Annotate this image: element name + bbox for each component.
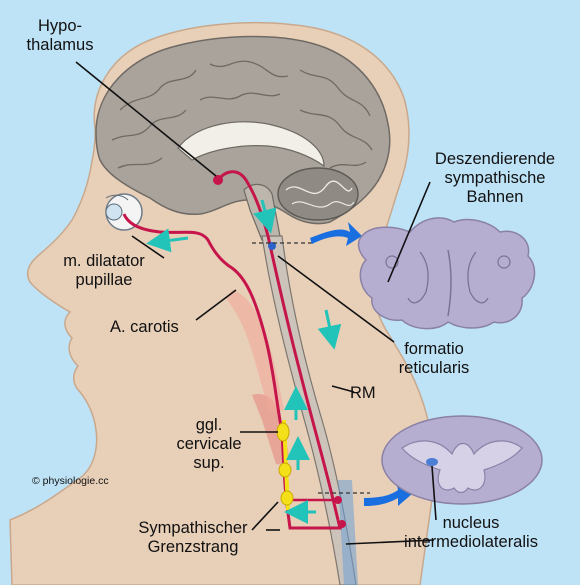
label-dilatator-line2: pupillae xyxy=(75,271,133,289)
label-copyright: © physiologie.cc xyxy=(32,475,109,487)
nucleus-highlight xyxy=(426,458,438,466)
label-descending-line1: Deszendierende xyxy=(434,150,556,168)
label-nucleus: nucleus intermediolateralis xyxy=(396,514,546,552)
label-nucleus-line1: nucleus xyxy=(442,514,500,532)
eye xyxy=(105,193,143,231)
hypothalamus-node xyxy=(213,175,223,185)
label-formatio-line1: formatio xyxy=(404,340,464,358)
reticular-node xyxy=(268,242,276,250)
label-hypothalamus: Hypo- thalamus xyxy=(4,17,116,55)
medulla-section xyxy=(357,217,536,330)
label-grenzstrang-line1: Sympathischer xyxy=(138,519,248,537)
neck-muscle-shading xyxy=(252,394,289,465)
label-descending-pathways: Deszendierende sympathische Bahnen xyxy=(412,150,578,207)
blue-arrow-upper xyxy=(310,222,362,246)
label-ggl-line2: cervicale xyxy=(176,435,242,453)
ggl-cervicale-sup xyxy=(276,422,290,442)
label-ggl-cervicale: ggl. cervicale sup. xyxy=(172,416,246,473)
label-grenzstrang: Sympathischer Grenzstrang xyxy=(128,519,258,557)
label-dilatator: m. dilatator pupillae xyxy=(42,252,166,290)
label-descending-line2: sympathische xyxy=(444,169,546,187)
spinal-cord-section xyxy=(381,415,543,505)
leader-lines xyxy=(75,61,437,545)
label-dilatator-line1: m. dilatator xyxy=(63,252,145,270)
sympathetic-chain xyxy=(276,419,294,511)
label-nucleus-line2: intermediolateralis xyxy=(404,533,538,551)
label-ggl-line3: sup. xyxy=(193,454,225,472)
label-ggl-line1: ggl. xyxy=(195,416,223,434)
ganglion-middle xyxy=(278,462,292,478)
brain-gyri xyxy=(111,60,373,169)
spinal-cord-lower xyxy=(338,480,358,585)
nucleus-node-2 xyxy=(338,520,346,528)
label-formatio-line2: reticularis xyxy=(398,359,470,377)
label-hypothalamus-line1: Hypo- xyxy=(37,17,82,35)
label-grenzstrang-line2: Grenzstrang xyxy=(147,538,239,556)
central-pathway xyxy=(216,170,340,521)
label-carotis: A. carotis xyxy=(110,318,179,336)
corpus-callosum xyxy=(177,121,325,168)
carotis-shading xyxy=(226,290,284,412)
label-rm: RM xyxy=(350,384,376,402)
ganglion-lower xyxy=(280,490,294,506)
nucleus-node-1 xyxy=(334,496,342,504)
label-formatio: formatio reticularis xyxy=(384,340,484,378)
label-hypothalamus-line2: thalamus xyxy=(26,36,94,54)
direction-arrows xyxy=(146,199,342,524)
cerebellum xyxy=(277,167,359,221)
label-descending-line3: Bahnen xyxy=(466,188,524,206)
